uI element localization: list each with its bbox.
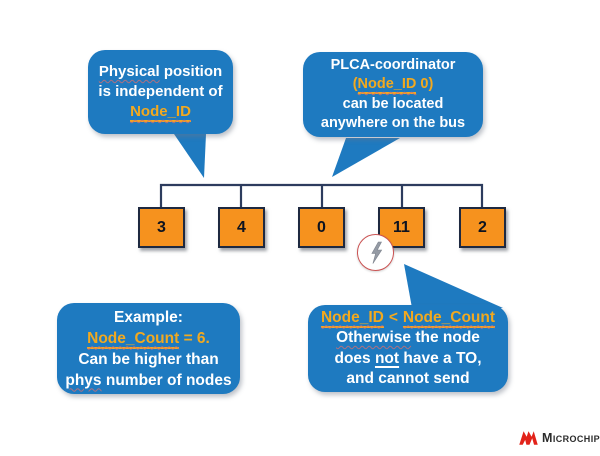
callout-node-id-rule: Node_ID<Node_Count Otherwise the node do… [308,305,508,392]
callout-tail-top-right [332,138,400,177]
callout-text-line: anywhere on the bus [320,115,466,131]
keyword-node-id: Node_ID [320,308,384,328]
callout-text-line: (Node_ID 0) [352,75,434,95]
callout-word: phys [65,371,102,389]
emphasized-not: not [374,349,400,367]
callout-text-line: Node_Count = 6. [87,328,210,349]
bus-line [159,183,484,207]
callout-text-line: Example: [114,308,183,326]
callout-plca-coordinator: PLCA-coordinator (Node_ID 0) can be loca… [303,52,483,137]
callout-text-line: does not have a TO, [334,349,481,370]
keyword-node-id: Node_ID [357,76,417,94]
callout-word: number of nodes [101,371,232,389]
callout-word: the node [411,329,480,346]
callout-word: does [334,349,375,367]
keyword-node-count: Node_Count [402,308,496,328]
keyword-paren: ( [352,76,358,92]
lightning-icon [370,241,382,264]
callout-word: position [159,63,223,80]
microchip-logo-icon [519,431,538,445]
node-id-label: 0 [317,218,326,236]
bus-node-0: 0 [298,207,345,248]
callout-tail-bottom-right [404,264,503,308]
callout-text-line: Node_ID [130,102,191,122]
bus-node-3: 3 [138,207,185,248]
bus-node-4: 4 [218,207,265,248]
callout-text-line: Otherwise the node [336,328,480,349]
callout-text-line: and cannot send [346,370,470,387]
bus-node-2: 2 [459,207,506,248]
callout-text-line: phys number of nodes [65,370,231,391]
keyword-node-count: Node_Count [87,329,180,349]
callout-tail-top-left [174,134,206,178]
node-id-label: 4 [237,218,246,236]
node-id-label: 2 [478,218,487,236]
callout-word: have a TO, [399,349,482,367]
callout-text-line: is independent of [98,83,223,100]
callout-text-line: Can be higher than [78,350,219,368]
keyword-equals-six: = 6. [179,329,210,347]
keyword-zero: 0) [416,76,434,92]
microchip-logo-text: Microchip [542,431,600,445]
node-id-label: 3 [157,218,166,236]
callout-word: Otherwise [336,329,412,346]
callout-text-line: Physical position [99,62,222,82]
callout-word: Physical [98,63,160,80]
microchip-logo: Microchip [518,430,600,446]
collision-indicator [357,234,394,271]
callout-physical-position: Physical position is independent of Node… [88,50,233,134]
callout-text-line: can be located [342,95,444,112]
less-than-sign: < [388,308,398,326]
callout-text-line: Node_ID<Node_Count [320,308,496,329]
node-id-label: 11 [393,218,410,236]
callout-node-count-example: Example: Node_Count = 6. Can be higher t… [57,303,240,394]
callout-text-line: PLCA-coordinator [330,56,456,73]
keyword-node-id: Node_ID [130,103,191,122]
